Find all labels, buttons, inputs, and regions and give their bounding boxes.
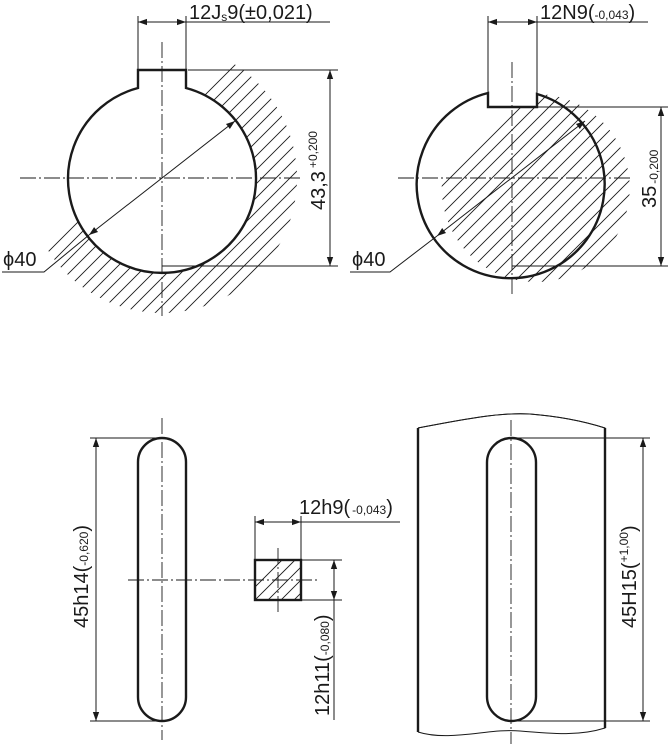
key-hatching bbox=[255, 560, 301, 600]
slot-length-label: 45H15(+1,00) bbox=[617, 525, 641, 628]
hub-section: 12Js9(±0,021) ϕ40 43,3+0,200 bbox=[2, 2, 338, 316]
key-cross-section: 12h9(-0,043) 12h11(-0,080) bbox=[128, 497, 400, 720]
shaft-depth-label: 35-0,200 bbox=[639, 149, 661, 208]
shaft-outer-outline bbox=[417, 413, 606, 737]
shaft-outline bbox=[415, 91, 606, 280]
hub-depth-label: 43,3+0,200 bbox=[306, 131, 330, 210]
hub-diameter-dimension bbox=[88, 120, 236, 236]
key-height-label: 12h11(-0,080) bbox=[312, 614, 334, 716]
key-width-label: 12h9(-0,043) bbox=[299, 497, 393, 519]
hub-bore-outline bbox=[66, 68, 258, 275]
key-top-view: 45h14(-0,620) bbox=[71, 418, 188, 740]
key-length-label: 45h14(-0,620) bbox=[71, 525, 93, 628]
hub-diameter-label: ϕ40 bbox=[3, 249, 36, 271]
shaft-diameter-label: ϕ40 bbox=[352, 249, 385, 271]
shaft-section: 12N9(-0,043) ϕ40 35-0,200 bbox=[350, 2, 668, 296]
shaft-diameter-dimension bbox=[436, 120, 586, 237]
hub-keyway-width-label: 12Js9(±0,021) bbox=[189, 2, 313, 24]
key-section-outline bbox=[253, 558, 303, 602]
slot-outline bbox=[485, 436, 538, 723]
shaft-slot-view: 45H15(+1,00) bbox=[416, 413, 650, 744]
shaft-keyway-width-label: 12N9(-0,043) bbox=[540, 2, 635, 24]
